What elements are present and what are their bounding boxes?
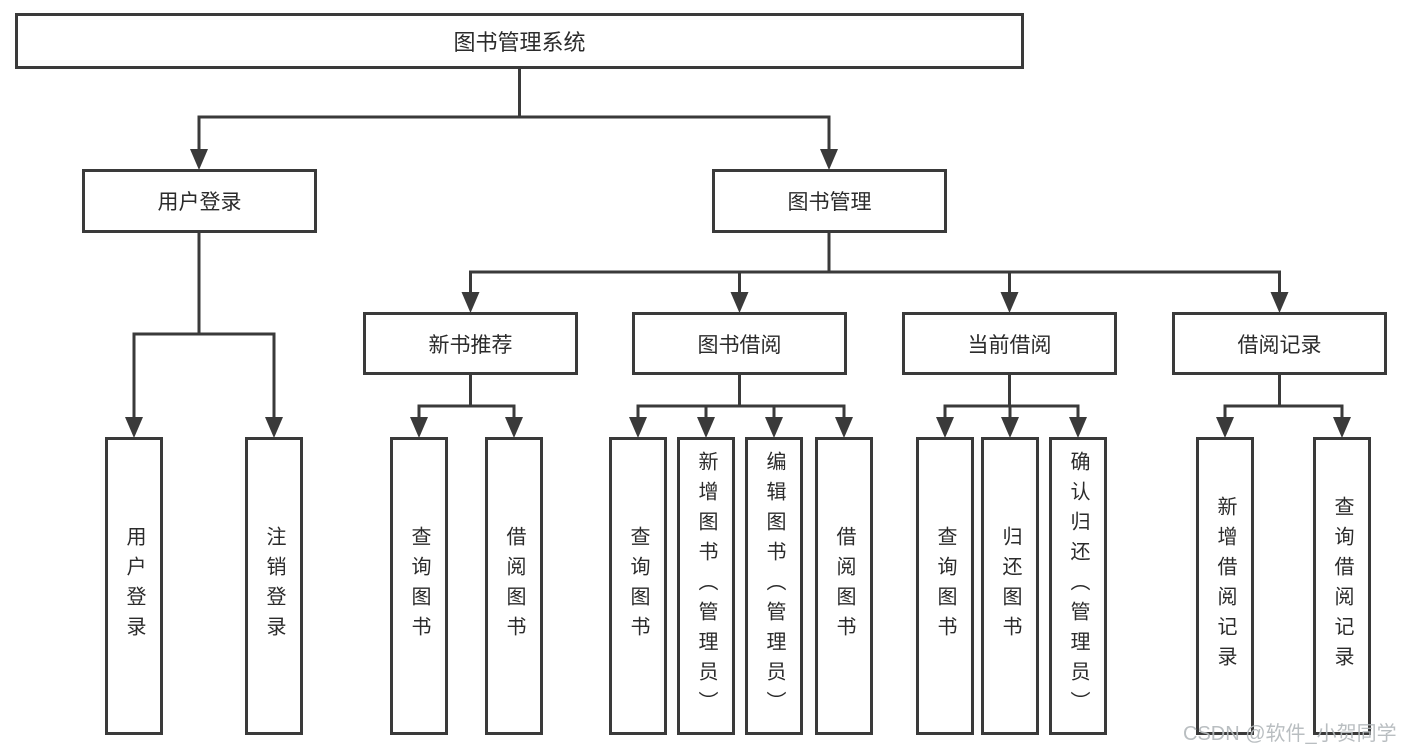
leaf-recommend-query-books: 查询图书 bbox=[390, 437, 448, 735]
leaf-recommend-borrow-books: 借阅图书 bbox=[485, 437, 543, 735]
node-label: 用户登录 bbox=[157, 191, 242, 214]
connector-current-group bbox=[943, 373, 1080, 421]
leaf-label: 查询图书 bbox=[627, 526, 649, 646]
node-label: 借阅记录 bbox=[1237, 333, 1322, 357]
node-label: 当前借阅 bbox=[967, 333, 1052, 357]
leaf-label: 用户登录 bbox=[123, 526, 145, 646]
leaf-label: 新增图书（管理员） bbox=[695, 451, 717, 721]
connector-user-login-group bbox=[132, 231, 276, 421]
leaf-current-query-books: 查询图书 bbox=[916, 437, 974, 735]
node-label: 图书借阅 bbox=[697, 333, 782, 357]
node-label: 图书管理 bbox=[787, 191, 872, 214]
leaf-records-add-record: 新增借阅记录 bbox=[1196, 437, 1254, 735]
arrowhead-leaf-current-query bbox=[936, 417, 954, 438]
arrowhead-book-borrow bbox=[730, 292, 749, 313]
node-label: 新书推荐 bbox=[428, 333, 513, 357]
node-borrow-records: 借阅记录 bbox=[1172, 312, 1387, 375]
leaf-borrow-borrow-books: 借阅图书 bbox=[815, 437, 873, 735]
arrowhead-leaf-current-return bbox=[1001, 417, 1019, 438]
connector-records-group bbox=[1223, 373, 1344, 421]
arrowhead-user-login bbox=[190, 149, 208, 170]
leaf-label: 编辑图书（管理员） bbox=[763, 451, 785, 721]
leaf-logout: 注销登录 bbox=[245, 437, 303, 735]
leaf-user-login: 用户登录 bbox=[105, 437, 163, 735]
node-label: 图书管理系统 bbox=[453, 30, 586, 55]
leaf-label: 借阅图书 bbox=[503, 526, 525, 646]
connector-root-to-level1 bbox=[197, 66, 831, 152]
arrowhead-leaf-recommend-borrow bbox=[505, 417, 523, 438]
arrowhead-new-book-recommend bbox=[461, 292, 480, 313]
leaf-label: 查询图书 bbox=[934, 526, 956, 646]
leaf-label: 新增借阅记录 bbox=[1214, 496, 1236, 676]
connector-management-to-level2 bbox=[469, 231, 1281, 296]
arrowhead-current-borrow bbox=[1000, 292, 1019, 313]
leaf-label: 查询借阅记录 bbox=[1331, 496, 1353, 676]
arrowhead-leaf-borrow-edit bbox=[765, 417, 783, 438]
arrowhead-leaf-user-login bbox=[125, 417, 143, 438]
node-root-library-system: 图书管理系统 bbox=[15, 13, 1024, 69]
leaf-borrow-add-books-admin: 新增图书（管理员） bbox=[677, 437, 735, 735]
arrowhead-borrow-records bbox=[1270, 292, 1289, 313]
leaf-label: 归还图书 bbox=[999, 526, 1021, 646]
leaf-current-confirm-return-admin: 确认归还（管理员） bbox=[1049, 437, 1107, 735]
arrowhead-leaf-records-query bbox=[1333, 417, 1351, 438]
leaf-borrow-query-books: 查询图书 bbox=[609, 437, 667, 735]
leaf-current-return-books: 归还图书 bbox=[981, 437, 1039, 735]
node-book-borrow: 图书借阅 bbox=[632, 312, 847, 375]
leaf-label: 注销登录 bbox=[263, 526, 285, 646]
node-user-login: 用户登录 bbox=[82, 169, 317, 233]
arrowhead-leaf-logout bbox=[265, 417, 283, 438]
arrowhead-leaf-current-confirm bbox=[1069, 417, 1087, 438]
connector-recommend-group bbox=[417, 373, 516, 421]
leaf-label: 借阅图书 bbox=[833, 526, 855, 646]
leaf-label: 查询图书 bbox=[408, 526, 430, 646]
arrowhead-leaf-records-add bbox=[1216, 417, 1234, 438]
node-book-management: 图书管理 bbox=[712, 169, 947, 233]
connector-borrow-group bbox=[636, 373, 846, 421]
arrowhead-leaf-borrow-query bbox=[629, 417, 647, 438]
arrowhead-book-management bbox=[820, 149, 838, 170]
arrowhead-leaf-recommend-query bbox=[410, 417, 428, 438]
node-current-borrow: 当前借阅 bbox=[902, 312, 1117, 375]
leaf-records-query-record: 查询借阅记录 bbox=[1313, 437, 1371, 735]
leaf-borrow-edit-books-admin: 编辑图书（管理员） bbox=[745, 437, 803, 735]
csdn-watermark: CSDN @软件_小贺同学 bbox=[1183, 723, 1397, 745]
arrowhead-leaf-borrow-add bbox=[697, 417, 715, 438]
node-new-book-recommend: 新书推荐 bbox=[363, 312, 578, 375]
arrowhead-leaf-borrow-borrow bbox=[835, 417, 853, 438]
leaf-label: 确认归还（管理员） bbox=[1067, 451, 1089, 721]
